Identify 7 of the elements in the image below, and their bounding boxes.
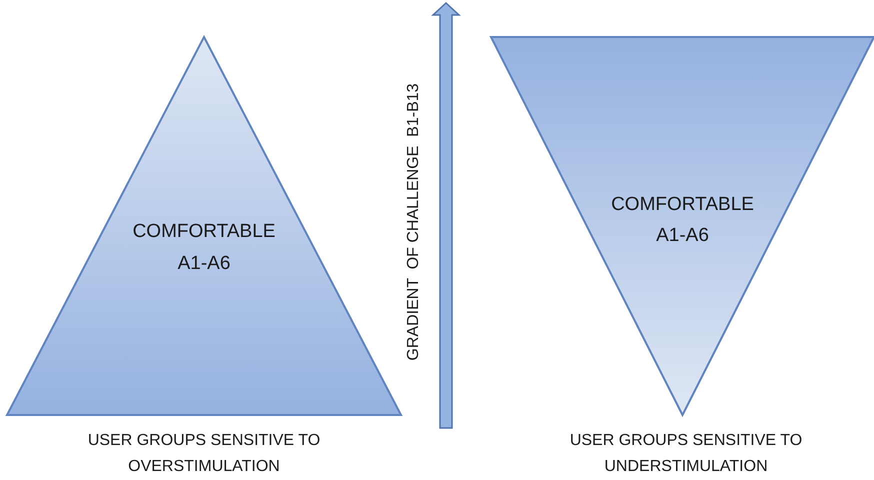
axis-label: GRADIENT OF CHALLENGE B1-B13: [405, 83, 423, 361]
caption-text: USER GROUPS SENSITIVE TO UNDERSTIMULATION: [568, 431, 804, 477]
caption-text: USER GROUPS SENSITIVE TO OVERSTIMULATION: [86, 431, 322, 477]
node-text: A1-A6: [176, 253, 232, 275]
node-text: COMFORTABLE: [610, 194, 755, 216]
node-text: A1-A6: [655, 225, 710, 247]
node-text: COMFORTABLE: [132, 221, 276, 243]
